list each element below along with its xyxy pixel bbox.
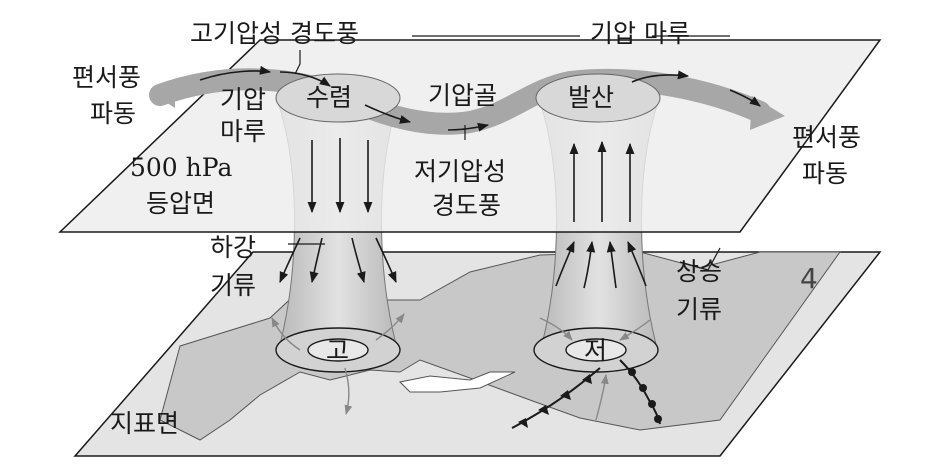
cold-front-triangles [518, 374, 592, 428]
label-divergence: 발산 [568, 83, 614, 112]
trough-flow-arrow-2 [447, 122, 490, 132]
leader-lines [288, 35, 730, 271]
descending-arrows [279, 138, 397, 284]
warm-front-semicircles [628, 368, 662, 423]
label-high-ridge-wind: 고기압성 경도풍 [190, 19, 359, 48]
label-ascending-1: 상승 [676, 257, 722, 286]
label-descending-1: 하강 [210, 233, 256, 262]
westerly-wave-tail [150, 84, 175, 108]
divergence-flow-arrow-2 [729, 89, 761, 107]
label-ridge-left-2: 마루 [220, 117, 266, 146]
label-high-pressure: 고 [326, 336, 349, 365]
low-column-top [535, 73, 661, 123]
ridge-flow-arrow-1 [199, 65, 272, 81]
island [398, 371, 516, 393]
label-ascending-2: 기류 [676, 295, 722, 324]
label-ridge-left-1: 기압 [220, 85, 266, 114]
label-convergence: 수렴 [306, 83, 352, 112]
ridge-flow-arrow-2 [279, 71, 331, 87]
corner-glyph: 4 [800, 262, 818, 295]
label-descending-2: 기류 [210, 271, 256, 300]
land-mass [159, 251, 841, 441]
label-low-pressure: 저 [584, 336, 607, 365]
westerly-wave-band [149, 68, 771, 135]
label-westerly-left-2: 파동 [90, 99, 136, 128]
label-low-wind-1: 저기압성 [414, 157, 506, 186]
label-westerly-left-1: 편서풍 [72, 63, 141, 92]
high-inner-ring [307, 338, 369, 362]
low-inner-ring [565, 338, 627, 362]
ascending-arrows [555, 140, 647, 289]
label-westerly-right-1: 편서풍 [792, 123, 861, 152]
label-500hpa: 500 hPa [130, 153, 232, 182]
label-isobaric-surface: 등압면 [146, 189, 215, 218]
high-column-top [275, 73, 401, 123]
label-trough: 기압골 [428, 81, 497, 110]
label-low-wind-2: 경도풍 [432, 191, 501, 220]
surface-flow-arrows [271, 313, 651, 421]
trough-flow-arrow-1 [364, 104, 412, 124]
divergence-flow-arrow-1 [631, 70, 690, 83]
label-surface: 지표면 [110, 409, 179, 438]
cold-front [511, 367, 601, 429]
label-ridge-top: 기압 마루 [590, 19, 690, 48]
label-westerly-right-2: 파동 [802, 159, 848, 188]
